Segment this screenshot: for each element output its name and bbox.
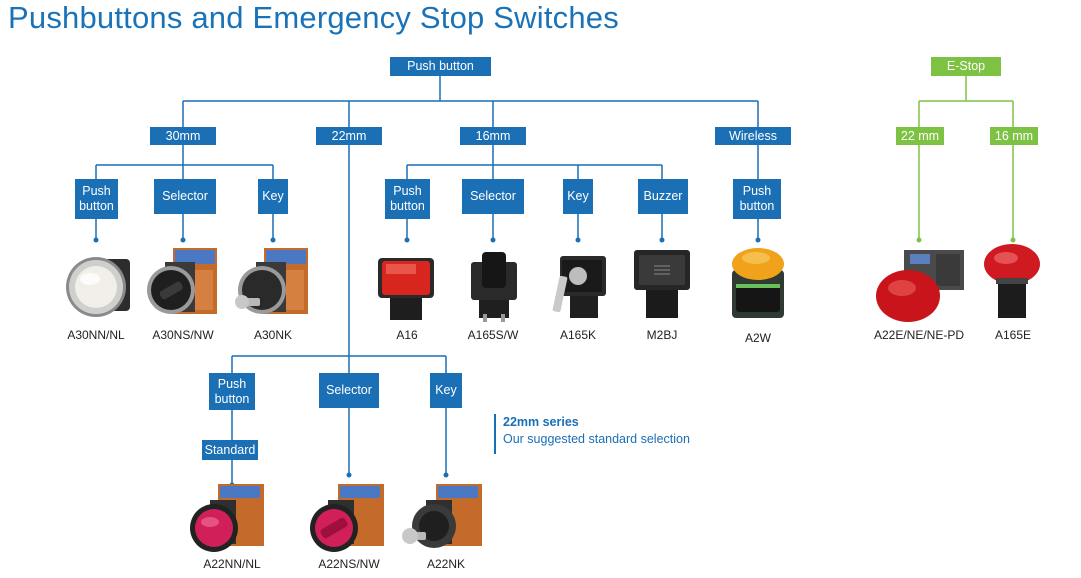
type-buzzer-16mm: Buzzer: [638, 179, 688, 214]
a22nk-key-image: [402, 484, 482, 548]
a165e-estop-image: [984, 244, 1040, 318]
series-note-heading: 22mm series: [503, 415, 579, 429]
type-push-button-30mm: Push button: [75, 179, 118, 219]
a165k-key-image: [552, 256, 606, 318]
page-title: Pushbuttons and Emergency Stop Switches: [8, 0, 619, 35]
estop-22mm-box: 22 mm: [896, 127, 944, 145]
type-key-22mm: Key: [430, 373, 462, 408]
type-selector-22mm: Selector: [319, 373, 379, 408]
connector-dots: [93, 237, 761, 488]
series-note: 22mm series Our suggested standard selec…: [494, 414, 690, 454]
type-push-button-16mm: Push button: [385, 179, 430, 219]
a22nn-pushbutton-image: [190, 484, 264, 552]
type-push-button-wireless: Push button: [733, 179, 781, 219]
label-a30ns: A30NS/NW: [152, 328, 214, 342]
label-a22ns: A22NS/NW: [318, 557, 380, 571]
type-key-30mm: Key: [258, 179, 288, 214]
label-a30nk: A30NK: [253, 328, 293, 342]
a30nn-pushbutton-image: [66, 257, 130, 317]
label-a30nn: A30NN/NL: [67, 328, 125, 342]
label-a22e: A22E/NE/NE-PD: [873, 328, 965, 342]
label-a16: A16: [396, 328, 418, 342]
group-30mm-box: 30mm: [150, 127, 216, 145]
type-standard-22mm: Standard: [202, 440, 258, 460]
label-a2w: A2W: [744, 331, 772, 345]
type-selector-30mm: Selector: [154, 179, 216, 214]
a22e-estop-image: [876, 250, 964, 322]
a30ns-selector-image: [147, 248, 217, 314]
estop-root-box: E-Stop: [931, 57, 1001, 76]
label-a165k: A165K: [559, 328, 597, 342]
a22ns-selector-image: [310, 484, 384, 552]
label-a165e: A165E: [994, 328, 1032, 342]
type-selector-16mm: Selector: [462, 179, 524, 214]
label-a22nn: A22NN/NL: [203, 557, 261, 571]
series-note-text: Our suggested standard selection: [503, 432, 690, 446]
a165s-selector-image: [471, 252, 517, 322]
a2w-wireless-image: [732, 248, 784, 318]
estop-16mm-box: 16 mm: [990, 127, 1038, 145]
a30nk-key-image: [235, 248, 308, 314]
group-16mm-box: 16mm: [460, 127, 526, 145]
group-wireless-box: Wireless: [715, 127, 791, 145]
group-22mm-box: 22mm: [316, 127, 382, 145]
type-key-16mm: Key: [563, 179, 593, 214]
label-a165s: A165S/W: [467, 328, 519, 342]
type-push-button-22mm: Push button: [209, 373, 255, 410]
m2bj-buzzer-image: [634, 250, 690, 318]
pushbutton-root-box: Push button: [390, 57, 491, 76]
a16-pushbutton-image: [378, 258, 434, 320]
label-m2bj: M2BJ: [646, 328, 678, 342]
label-a22nk: A22NK: [426, 557, 466, 571]
